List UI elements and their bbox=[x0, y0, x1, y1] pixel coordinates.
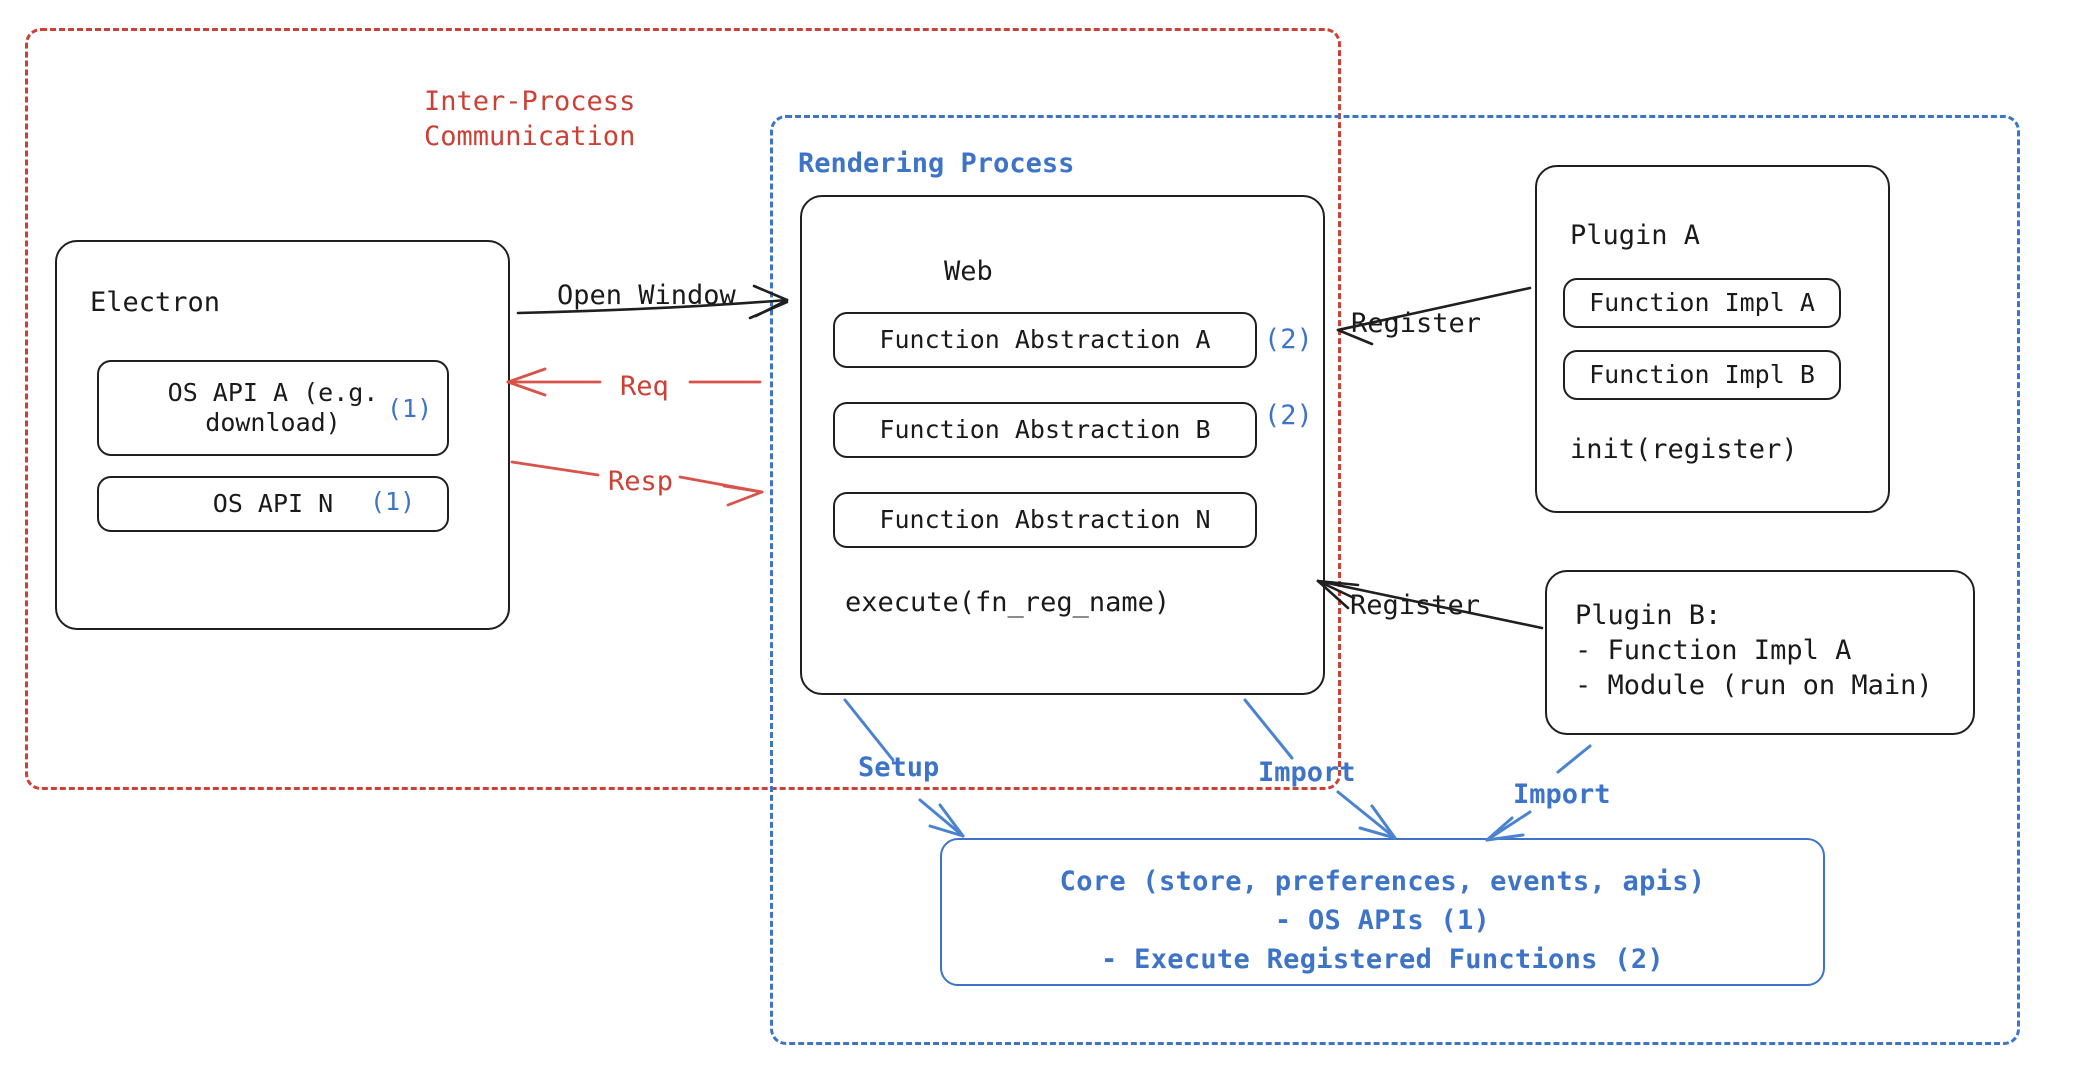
web-item-function-abstraction-b[interactable]: Function Abstraction B bbox=[833, 402, 1257, 458]
web-title: Web bbox=[944, 256, 993, 287]
electron-item-os-api-a-marker: (1) bbox=[387, 394, 433, 423]
core-text: Core (store, preferences, events, apis) … bbox=[1059, 866, 1706, 976]
edge-label-setup: Setup bbox=[858, 752, 940, 783]
web-item-function-abstraction-a[interactable]: Function Abstraction A bbox=[833, 312, 1257, 368]
web-item-function-abstraction-n[interactable]: Function Abstraction N bbox=[833, 492, 1257, 548]
group-inter-process-communication bbox=[25, 28, 1341, 790]
electron-item-os-api-n-marker: (1) bbox=[370, 487, 416, 516]
web-footer-execute: execute(fn_reg_name) bbox=[845, 587, 1171, 618]
edge-label-req: Req bbox=[620, 371, 669, 402]
node-plugin-a[interactable] bbox=[1535, 165, 1890, 513]
group-rendering-process bbox=[770, 115, 2020, 1045]
edge-label-import-plugin-b: Import bbox=[1513, 779, 1611, 810]
plugin-a-item-function-impl-b[interactable]: Function Impl B bbox=[1563, 350, 1841, 400]
web-item-function-abstraction-a-marker: (2) bbox=[1264, 324, 1313, 355]
plugin-a-title: Plugin A bbox=[1570, 220, 1701, 251]
edge-label-register-plugin-a: Register bbox=[1351, 308, 1482, 339]
electron-item-os-api-a[interactable]: OS API A (e.g. download) bbox=[97, 360, 449, 456]
edge-label-resp: Resp bbox=[608, 466, 674, 497]
edge-label-register-plugin-b: Register bbox=[1350, 590, 1481, 621]
edge-label-open-window: Open Window bbox=[557, 280, 736, 311]
edge-label-import-web: Import bbox=[1258, 757, 1356, 788]
node-plugin-b[interactable] bbox=[1545, 570, 1975, 735]
electron-item-os-api-n[interactable]: OS API N bbox=[97, 476, 449, 532]
node-core[interactable] bbox=[940, 838, 1825, 986]
plugin-a-item-function-impl-a[interactable]: Function Impl A bbox=[1563, 278, 1841, 328]
plugin-a-footer-init: init(register) bbox=[1570, 434, 1798, 465]
web-item-function-abstraction-b-marker: (2) bbox=[1264, 400, 1313, 431]
label-rendering-process: Rendering Process bbox=[798, 148, 1075, 179]
plugin-b-lines: Plugin B: - Function Impl A - Module (ru… bbox=[1575, 600, 1933, 702]
label-inter-process-communication: Inter-Process Communication bbox=[424, 86, 636, 153]
electron-title: Electron bbox=[90, 287, 221, 318]
